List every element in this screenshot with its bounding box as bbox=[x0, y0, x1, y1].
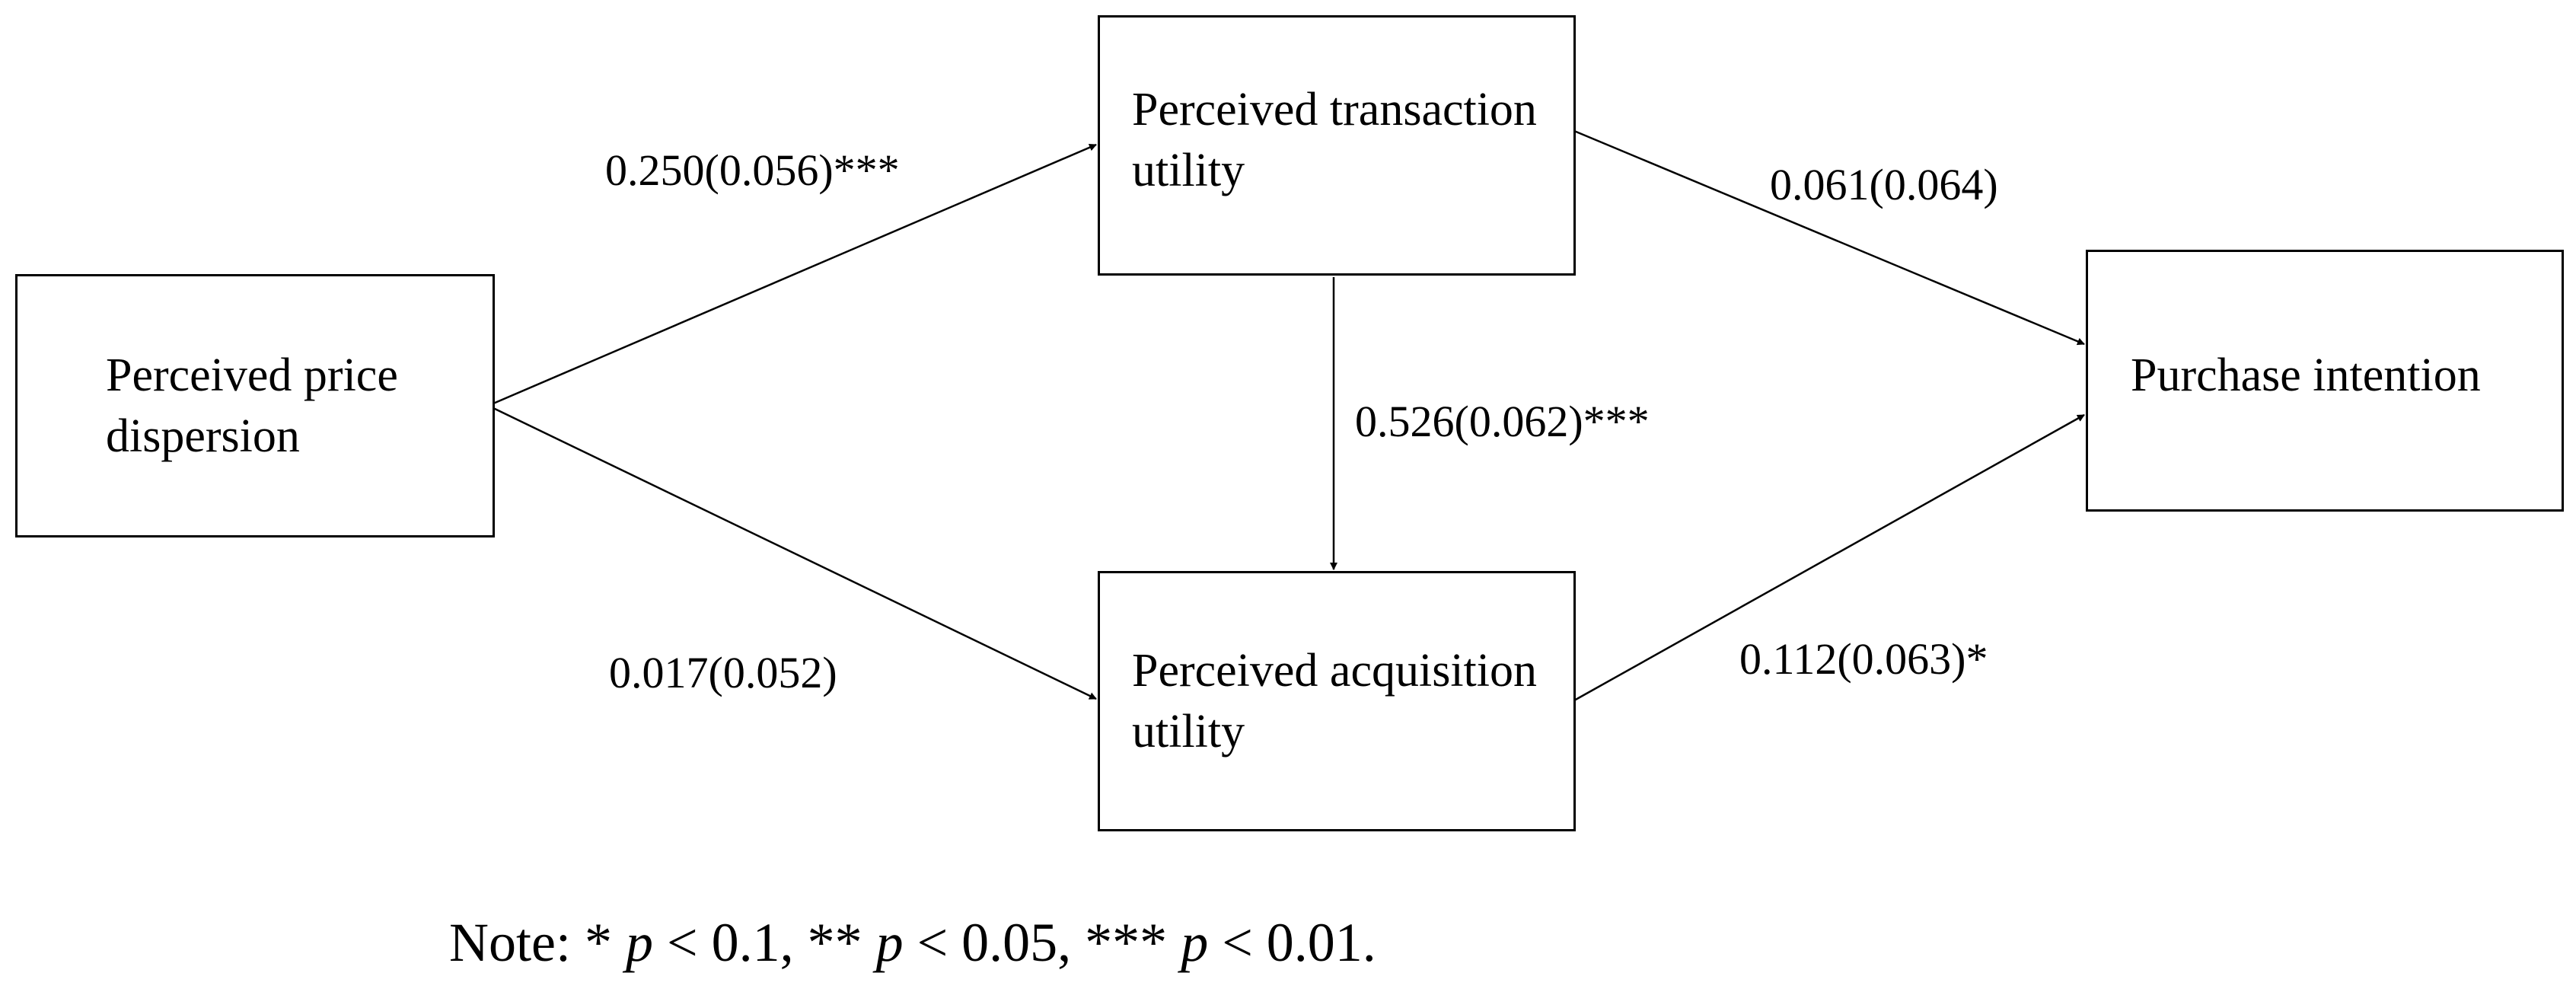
note-p-symbol: p bbox=[625, 912, 653, 973]
node-perceived-transaction-utility: Perceived transaction utility bbox=[1098, 15, 1576, 276]
node-perceived-acquisition-utility: Perceived acquisition utility bbox=[1098, 571, 1576, 831]
note-p-symbol: p bbox=[1181, 912, 1209, 973]
note-text: Note: * bbox=[449, 912, 626, 973]
node-label: Perceived price dispersion bbox=[106, 349, 398, 462]
significance-note: Note: * p < 0.1, ** p < 0.05, *** p < 0.… bbox=[449, 911, 1376, 974]
arrow-dispersion-to-transaction bbox=[493, 143, 1097, 405]
coef-dispersion-to-acquisition: 0.017(0.052) bbox=[609, 648, 837, 697]
coef-transaction-to-intention: 0.061(0.064) bbox=[1770, 160, 1998, 209]
note-p-symbol: p bbox=[875, 912, 904, 973]
node-label: Perceived transaction utility bbox=[1132, 84, 1537, 196]
arrow-dispersion-to-acquisition bbox=[493, 407, 1097, 700]
node-perceived-price-dispersion: Perceived price dispersion bbox=[15, 274, 495, 537]
node-purchase-intention: Purchase intention bbox=[2086, 250, 2564, 512]
coef-transaction-to-acquisition: 0.526(0.062)*** bbox=[1355, 397, 1650, 446]
arrow-transaction-to-intention bbox=[1573, 129, 2085, 346]
note-text: < 0.01. bbox=[1208, 912, 1376, 973]
note-text: < 0.05, *** bbox=[903, 912, 1181, 973]
arrow-acquisition-to-intention bbox=[1573, 413, 2085, 702]
node-label: Perceived acquisition utility bbox=[1132, 645, 1537, 758]
note-text: < 0.1, ** bbox=[652, 912, 876, 973]
coef-dispersion-to-transaction: 0.250(0.056)*** bbox=[605, 145, 900, 195]
coef-acquisition-to-intention: 0.112(0.063)* bbox=[1739, 634, 1988, 684]
node-label: Purchase intention bbox=[2131, 349, 2481, 401]
